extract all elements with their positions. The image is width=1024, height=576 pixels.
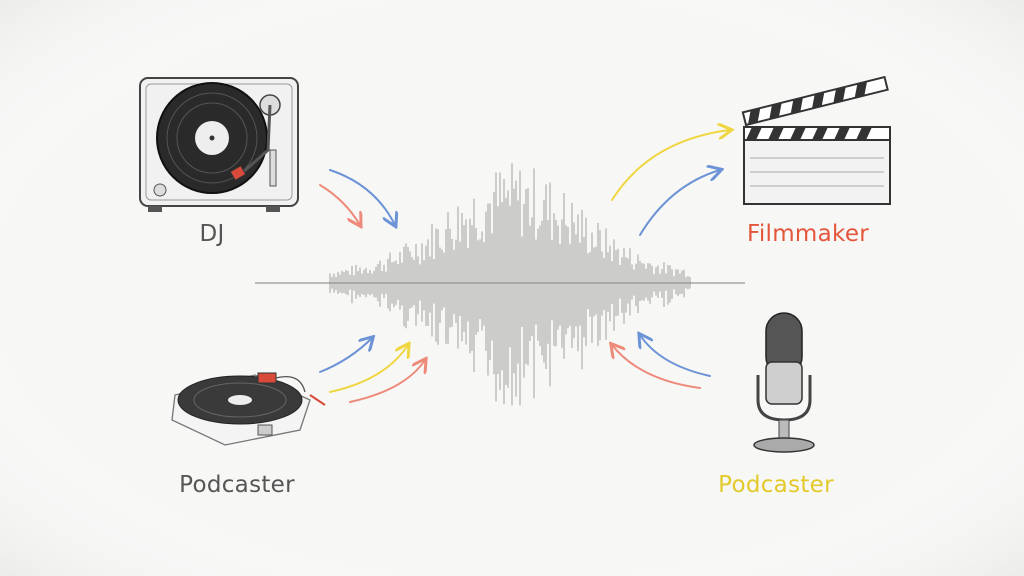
arrow-blue-podcaster-left [319,338,372,373]
sound-waveform [255,163,745,406]
podcaster-right-label: Podcaster [718,472,834,498]
record-player-icon [171,372,326,446]
turntable-icon [139,77,299,212]
arrow-red-podcaster-right [612,345,701,389]
podcaster-left-label: Podcaster [179,472,295,498]
filmmaker-label: Filmmaker [746,221,870,247]
clapperboard-icon [741,75,891,205]
arrow-red-dj [319,184,360,225]
arrow-blue-filmmaker [639,170,720,236]
dj-label: DJ [199,221,225,247]
arrow-blue-dj [329,169,395,225]
arrow-yellow-podcaster-left [329,345,408,393]
arrow-red-podcaster-left [349,360,425,403]
microphone-icon [753,312,815,453]
arrow-blue-podcaster-right [640,335,711,377]
arrow-yellow-filmmaker [611,130,730,201]
